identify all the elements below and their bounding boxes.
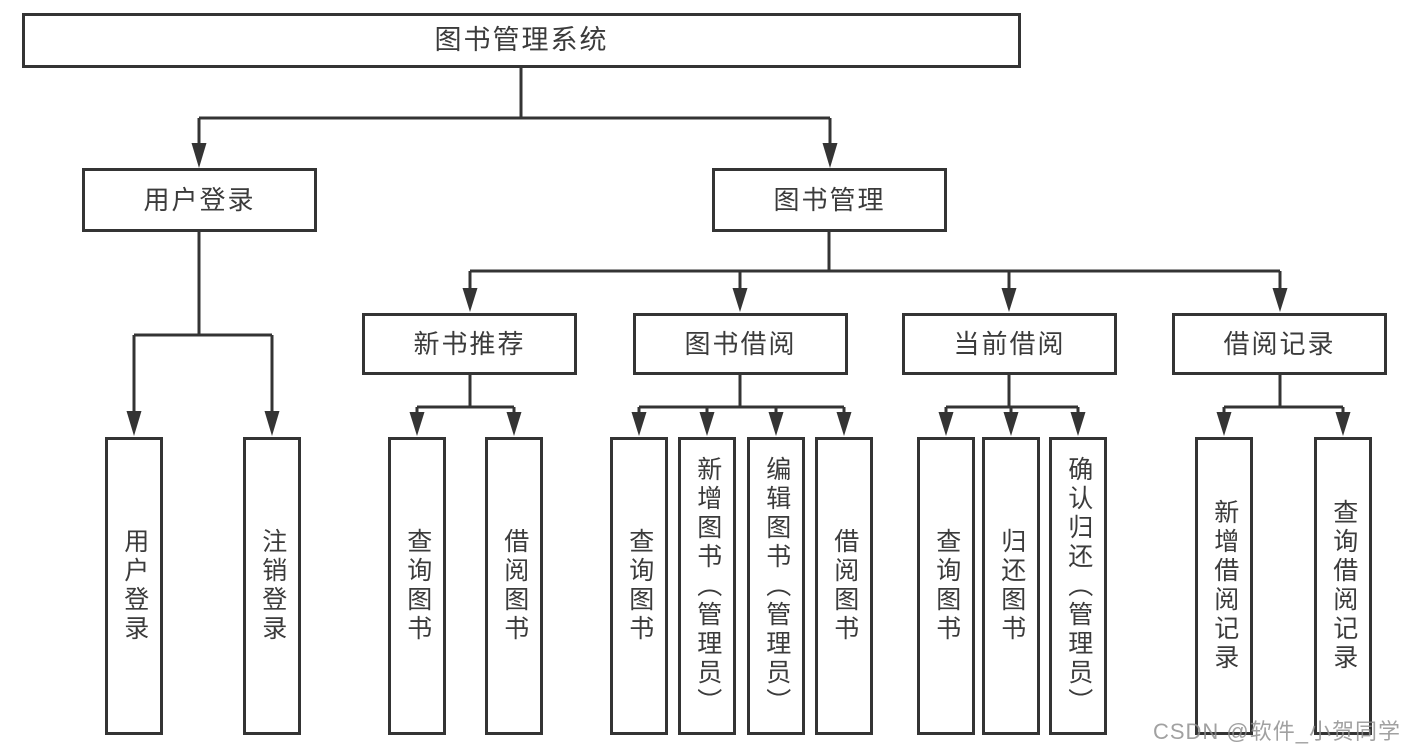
leaf-query-books-borrow: 查询图书 bbox=[610, 437, 668, 735]
csdn-watermark: CSDN @软件_小贺同学 bbox=[1152, 719, 1401, 744]
node-borrowing-records: 借阅记录 bbox=[1172, 313, 1387, 375]
node-user-login: 用户登录 bbox=[82, 168, 317, 232]
leaf-add-books-admin: 新增图书（管理员） bbox=[678, 437, 736, 735]
connector-user-login-to-leaves bbox=[126, 232, 280, 436]
node-label: 查询借阅记录 bbox=[1329, 499, 1358, 673]
connector-book-management-to-level3 bbox=[462, 232, 1288, 312]
connector-new-book-to-leaves bbox=[409, 375, 522, 436]
leaf-query-books-recommend: 查询图书 bbox=[388, 437, 446, 735]
node-label: 新书推荐 bbox=[413, 329, 526, 359]
leaf-borrow-books: 借阅图书 bbox=[815, 437, 873, 735]
node-library-management-system: 图书管理系统 bbox=[22, 13, 1021, 68]
node-current-borrowing: 当前借阅 bbox=[902, 313, 1117, 375]
node-book-borrowing: 图书借阅 bbox=[633, 313, 848, 375]
leaf-return-books: 归还图书 bbox=[982, 437, 1040, 735]
node-label: 查询图书 bbox=[932, 528, 961, 644]
node-label: 用户登录 bbox=[143, 185, 256, 215]
node-book-management: 图书管理 bbox=[712, 168, 947, 232]
connector-current-borrow-to-leaves bbox=[938, 375, 1086, 436]
node-label: 确认归还（管理员） bbox=[1064, 455, 1093, 717]
leaf-query-borrow-record: 查询借阅记录 bbox=[1314, 437, 1372, 735]
node-label: 图书借阅 bbox=[684, 329, 797, 359]
node-label: 图书管理 bbox=[773, 185, 886, 215]
node-label: 归还图书 bbox=[997, 528, 1026, 644]
leaf-confirm-return-admin: 确认归还（管理员） bbox=[1049, 437, 1107, 735]
node-label: 借阅图书 bbox=[500, 528, 529, 644]
node-label: 注销登录 bbox=[258, 528, 287, 644]
node-label: 新增图书（管理员） bbox=[693, 455, 722, 717]
node-label: 当前借阅 bbox=[953, 329, 1066, 359]
node-new-book-recommendation: 新书推荐 bbox=[362, 313, 577, 375]
leaf-user-login: 用户登录 bbox=[105, 437, 163, 735]
connector-book-borrow-to-leaves bbox=[631, 375, 852, 436]
connector-root-to-level2 bbox=[191, 68, 838, 168]
leaf-query-books-current: 查询图书 bbox=[917, 437, 975, 735]
leaf-borrow-books-recommend: 借阅图书 bbox=[485, 437, 543, 735]
leaf-logout: 注销登录 bbox=[243, 437, 301, 735]
node-label: 新增借阅记录 bbox=[1210, 499, 1239, 673]
leaf-edit-books-admin: 编辑图书（管理员） bbox=[747, 437, 805, 735]
node-label: 借阅图书 bbox=[830, 528, 859, 644]
leaf-add-borrow-record: 新增借阅记录 bbox=[1195, 437, 1253, 735]
node-label: 查询图书 bbox=[403, 528, 432, 644]
node-label: 借阅记录 bbox=[1223, 329, 1336, 359]
node-label: 查询图书 bbox=[625, 528, 654, 644]
node-label: 图书管理系统 bbox=[434, 25, 609, 55]
node-label: 编辑图书（管理员） bbox=[762, 455, 791, 717]
node-label: 用户登录 bbox=[120, 528, 149, 644]
connector-borrow-records-to-leaves bbox=[1216, 375, 1351, 436]
